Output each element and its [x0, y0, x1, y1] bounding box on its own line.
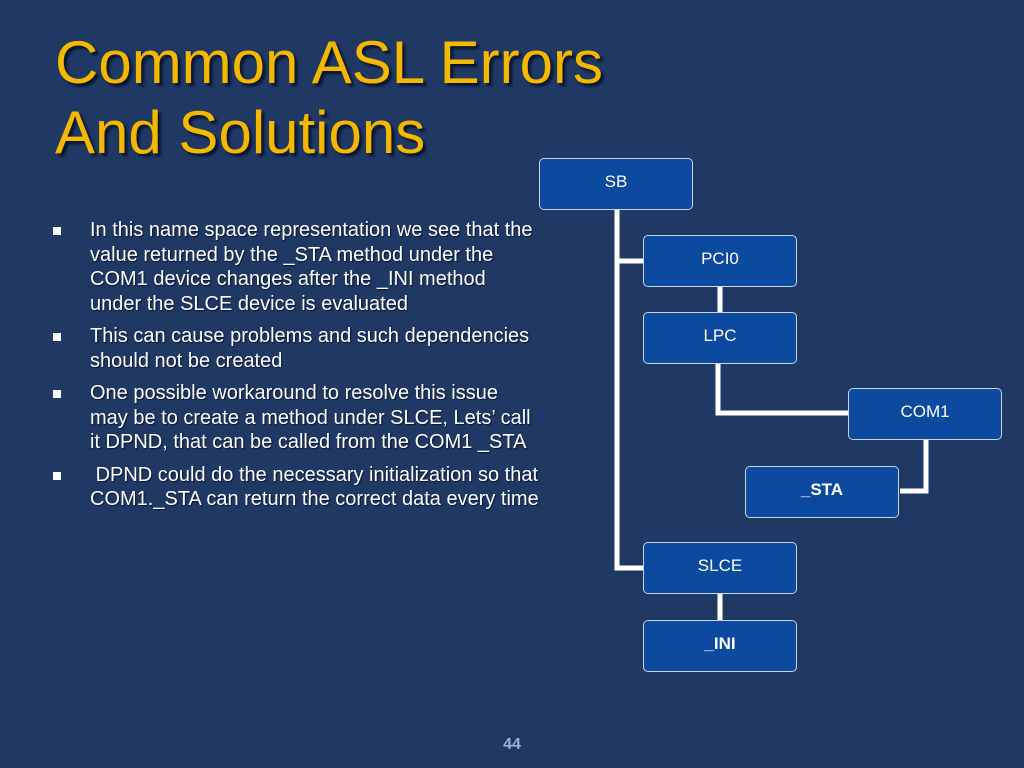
bullet-text: In this name space representation we see…	[90, 219, 533, 315]
bullet-item: DPND could do the necessary initializati…	[50, 463, 540, 512]
node-slce: SLCE	[643, 542, 797, 594]
bullet-text: DPND could do the necessary initializati…	[90, 463, 544, 511]
node-sb-label: SB	[604, 172, 628, 191]
connector-sb-pci0-slce	[614, 210, 643, 571]
node-slce-label: SLCE	[697, 556, 743, 575]
node-com1: COM1	[848, 388, 1002, 440]
bullet-text: One possible workaround to resolve this …	[90, 382, 531, 453]
square-bullet-icon	[53, 390, 61, 398]
node-ini: _INI	[643, 620, 797, 672]
title-line-1: Common ASL Errors	[55, 29, 603, 96]
connector-lpc-com1	[715, 364, 848, 416]
square-bullet-icon	[53, 471, 61, 480]
page-number: 44	[503, 736, 521, 753]
title-line-2: And Solutions	[55, 99, 426, 166]
node-lpc-label: LPC	[703, 326, 737, 345]
node-sta: _STA	[745, 466, 899, 518]
node-ini-label: _INI	[704, 634, 736, 653]
square-bullet-icon	[53, 333, 61, 341]
connector-com1-sta	[900, 440, 929, 494]
bullet-list: In this name space representation we see…	[50, 218, 540, 520]
node-sb: SB	[539, 158, 693, 210]
node-sta-label: _STA	[800, 480, 844, 499]
node-lpc: LPC	[643, 312, 797, 364]
bullet-item: This can cause problems and such depende…	[50, 324, 540, 373]
slide-title: Common ASL Errors And Solutions	[55, 28, 755, 168]
node-com1-label: COM1	[900, 402, 950, 421]
node-pci0: PCI0	[643, 235, 797, 287]
bullet-text: This can cause problems and such depende…	[90, 325, 530, 372]
bullet-item: In this name space representation we see…	[50, 218, 540, 316]
square-bullet-icon	[53, 227, 61, 235]
node-pci0-label: PCI0	[701, 249, 739, 268]
bullet-item: One possible workaround to resolve this …	[50, 381, 540, 455]
